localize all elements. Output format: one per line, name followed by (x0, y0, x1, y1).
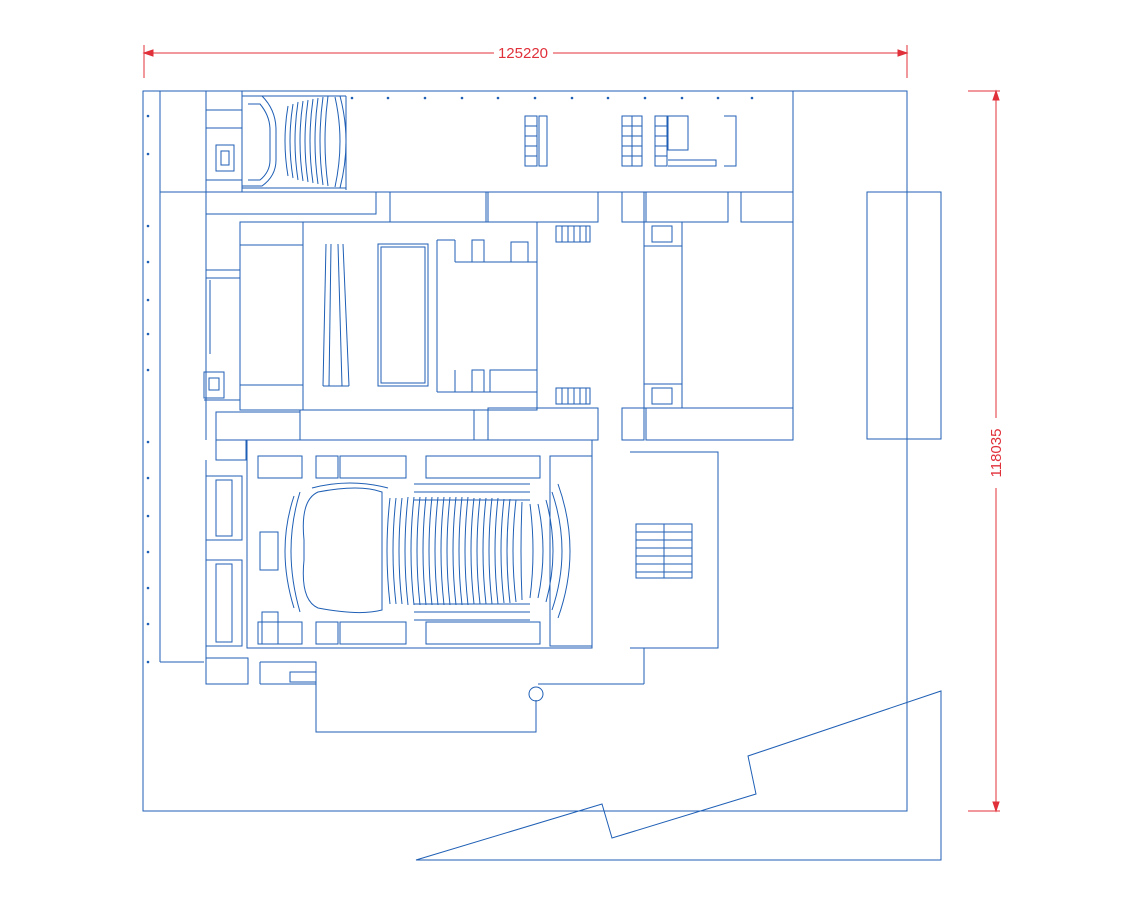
drama-block-stairs (555, 225, 591, 405)
recital-hall-seating (284, 95, 347, 189)
main-theater-block (246, 439, 593, 649)
annex-block (866, 191, 942, 440)
top-wing-stairs (524, 115, 737, 167)
site-boundary (142, 90, 908, 812)
structural-columns (146, 96, 754, 664)
width-dimension-label: 125220 (498, 45, 548, 62)
west-rooms-lower (205, 439, 249, 685)
west-column (159, 91, 301, 663)
round-kiosk (528, 686, 544, 702)
east-lobby (630, 451, 719, 684)
horizontal-dimension (142, 45, 909, 78)
recital-hall-stage (242, 95, 277, 187)
corridor-top (205, 191, 794, 223)
balcony-seats-bottom (414, 603, 530, 621)
south-service-area (259, 661, 644, 733)
drama-theater-seating (322, 243, 350, 387)
vertical-dimension (968, 89, 1000, 813)
drama-stage-inner (380, 246, 426, 384)
balcony-seats-top (414, 483, 530, 501)
main-theater-seating (386, 483, 571, 619)
top-wing (159, 90, 794, 193)
main-theater-stage (284, 482, 389, 614)
entrance-plaza-outline (415, 690, 942, 861)
east-service-block (487, 192, 794, 441)
drama-theater-block (239, 221, 538, 441)
drama-stage (377, 243, 429, 387)
height-dimension-label: 118035 (988, 429, 1005, 478)
